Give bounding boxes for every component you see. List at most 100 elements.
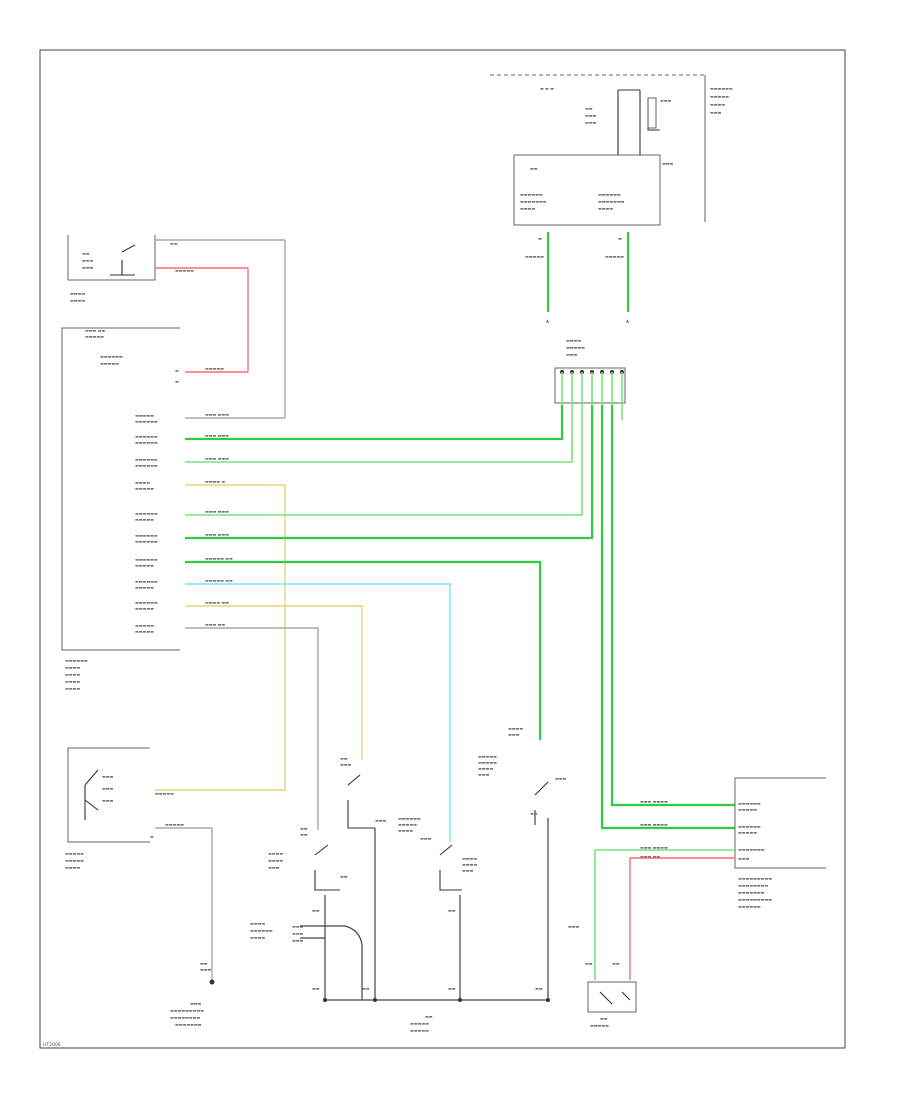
svg-text:▬▬▬▬▬▬: ▬▬▬▬▬▬ [135, 457, 158, 462]
svg-text:▬▬▬▬▬: ▬▬▬▬▬ [135, 629, 154, 634]
svg-text:▬▬: ▬▬ [535, 986, 543, 991]
svg-text:▬▬▬: ▬▬▬ [82, 265, 94, 270]
svg-text:▬▬▬: ▬▬▬ [102, 786, 114, 791]
svg-text:▬▬▬ ▬▬▬: ▬▬▬ ▬▬▬ [205, 456, 229, 461]
svg-text:▬▬▬▬▬: ▬▬▬▬▬ [135, 486, 154, 491]
svg-text:▬▬▬▬: ▬▬▬▬ [508, 726, 523, 731]
svg-text:▬: ▬ [150, 834, 154, 839]
svg-text:▬▬▬▬▬: ▬▬▬▬▬ [85, 334, 104, 339]
svg-text:▬: ▬ [175, 379, 179, 384]
ignition-switch: ▬▬ ▬▬▬ ▬▬▬ ▬▬▬▬ ▬▬▬▬ ▬▬ ▬▬▬▬▬ [67, 235, 286, 418]
page-id: HT2006 [43, 1042, 61, 1048]
svg-text:▬▬▬▬▬▬: ▬▬▬▬▬▬ [738, 824, 761, 829]
svg-text:▬: ▬ [175, 368, 179, 373]
svg-text:▬▬▬▬▬▬▬: ▬▬▬▬▬▬▬ [738, 847, 765, 852]
diagram-border [39, 49, 846, 1049]
svg-text:▬▬▬: ▬▬▬ [660, 98, 672, 103]
svg-text:▬▬▬▬: ▬▬▬▬ [520, 206, 535, 211]
svg-text:▬▬▬▬: ▬▬▬▬ [398, 828, 413, 833]
svg-text:▬▬: ▬▬ [340, 756, 348, 761]
seat-belt-module: ▬▬▬ ▬▬▬▬ ▬▬▬ ▬▬▬▬ ▬▬▬ ▬▬▬▬ ▬▬▬ ▬▬ ▬▬▬▬▬▬… [568, 777, 826, 1028]
svg-text:▬▬▬: ▬▬▬ [268, 865, 280, 870]
svg-text:▬▬▬▬: ▬▬▬▬ [65, 865, 80, 870]
svg-text:▲: ▲ [546, 318, 550, 323]
svg-text:▬▬▬▬: ▬▬▬▬ [478, 766, 493, 771]
svg-text:▬▬▬▬▬ ▬▬: ▬▬▬▬▬ ▬▬ [205, 556, 233, 561]
svg-text:▬▬▬▬: ▬▬▬▬ [70, 298, 85, 303]
svg-text:▬▬▬▬▬▬▬: ▬▬▬▬▬▬▬ [175, 1022, 202, 1027]
svg-text:▬▬▬▬: ▬▬▬▬ [598, 206, 613, 211]
svg-text:▬▬▬▬▬▬▬▬▬: ▬▬▬▬▬▬▬▬▬ [738, 897, 772, 902]
svg-text:▬▬▬▬: ▬▬▬▬ [135, 480, 150, 485]
svg-text:▬▬▬▬: ▬▬▬▬ [268, 858, 283, 863]
svg-text:▬▬▬: ▬▬▬ [200, 967, 212, 972]
svg-text:▬▬▬: ▬▬▬ [566, 352, 578, 357]
svg-text:▬▬▬▬: ▬▬▬▬ [566, 338, 581, 343]
svg-text:▬▬▬ ▬▬▬▬: ▬▬▬ ▬▬▬▬ [640, 799, 668, 804]
svg-text:▬▬: ▬▬ [200, 961, 208, 966]
svg-text:▬▬▬: ▬▬▬ [738, 856, 750, 861]
svg-text:▬▬: ▬▬ [312, 908, 320, 913]
svg-text:▬▬▬: ▬▬▬ [585, 113, 597, 118]
svg-text:▬▬▬▬▬▬: ▬▬▬▬▬▬ [135, 434, 158, 439]
svg-text:▬▬▬▬▬: ▬▬▬▬▬ [525, 254, 544, 259]
svg-text:▬▬▬ ▬▬▬▬: ▬▬▬ ▬▬▬▬ [640, 822, 668, 827]
svg-text:▬▬▬▬▬▬: ▬▬▬▬▬▬ [520, 192, 543, 197]
body-control-module: ▬▬▬ ▬▬ ▬▬▬▬▬ ▬▬▬▬▬▬ ▬▬▬▬▬ ▬ ▬▬▬▬▬ ▬ ▬▬▬▬… [61, 327, 248, 691]
svg-text:▬▬▬▬▬▬▬▬▬: ▬▬▬▬▬▬▬▬▬ [170, 1008, 204, 1013]
svg-text:▬▬▬ ▬▬: ▬▬▬ ▬▬ [205, 622, 225, 627]
svg-text:▬▬▬▬▬: ▬▬▬▬▬ [65, 851, 84, 856]
svg-text:▬▬▬▬▬: ▬▬▬▬▬ [738, 807, 757, 812]
svg-text:▬▬: ▬▬ [600, 1016, 608, 1021]
svg-text:▲: ▲ [626, 318, 630, 323]
svg-text:▬▬: ▬▬ [340, 874, 348, 879]
svg-text:▬▬▬ ▬▬▬: ▬▬▬ ▬▬▬ [205, 412, 229, 417]
svg-text:▬▬▬▬: ▬▬▬▬ [65, 672, 80, 677]
svg-text:▬▬▬▬▬: ▬▬▬▬▬ [135, 563, 154, 568]
svg-text:▬▬▬▬: ▬▬▬▬ [70, 291, 85, 296]
svg-text:▬▬▬▬ ▬: ▬▬▬▬ ▬ [205, 479, 225, 484]
svg-text:▬▬▬▬▬▬: ▬▬▬▬▬▬ [398, 816, 421, 821]
svg-text:▬▬▬▬▬: ▬▬▬▬▬ [566, 345, 585, 350]
svg-text:▬▬▬▬▬: ▬▬▬▬▬ [710, 94, 729, 99]
svg-text:▬▬▬▬▬: ▬▬▬▬▬ [135, 585, 154, 590]
svg-text:▬▬▬▬▬▬: ▬▬▬▬▬▬ [135, 600, 158, 605]
svg-text:▬▬▬▬▬▬▬: ▬▬▬▬▬▬▬ [520, 199, 547, 204]
svg-text:▬▬: ▬▬ [612, 961, 620, 966]
svg-text:▬▬▬▬: ▬▬▬▬ [710, 102, 725, 107]
svg-text:▬▬▬▬▬▬: ▬▬▬▬▬▬ [738, 801, 761, 806]
svg-text:▬▬▬▬▬: ▬▬▬▬▬ [165, 822, 184, 827]
turn-signal-switch: ▬▬▬ ▬▬▬ ▬▬▬ ▬▬▬▬▬ ▬▬▬▬▬ ▬ ▬▬▬▬▬ ▬▬▬▬▬ ▬▬… [65, 747, 215, 1027]
svg-text:▬▬▬▬▬: ▬▬▬▬▬ [590, 1023, 609, 1028]
svg-text:▬▬▬▬▬: ▬▬▬▬▬ [410, 1021, 429, 1026]
svg-text:▬▬▬▬ ▬▬: ▬▬▬▬ ▬▬ [205, 600, 229, 605]
svg-text:▬▬▬▬▬: ▬▬▬▬▬ [478, 754, 497, 759]
seat-switches: ▬▬ ▬▬▬ ▬▬▬ ▬▬ ▬▬ ▬▬▬▬ ▬▬▬▬ ▬▬▬ ▬▬ ▬▬ ▬▬▬… [250, 726, 567, 1033]
svg-text:▬▬: ▬▬ [312, 986, 320, 991]
svg-text:▬▬▬▬▬▬: ▬▬▬▬▬▬ [250, 928, 273, 933]
svg-text:▬▬▬▬▬: ▬▬▬▬▬ [398, 822, 417, 827]
svg-text:▬▬▬▬▬: ▬▬▬▬▬ [135, 413, 154, 418]
svg-text:▬▬▬ ▬▬▬: ▬▬▬ ▬▬▬ [205, 509, 229, 514]
bcm-wires: ▬▬▬ ▬▬▬ ▬▬▬ ▬▬▬ ▬▬▬ ▬▬▬ ▬▬▬▬ ▬ ▬▬▬ ▬▬▬ ▬… [155, 405, 594, 842]
svg-text:▬▬▬▬▬: ▬▬▬▬▬ [135, 623, 154, 628]
svg-text:▬▬▬▬: ▬▬▬▬ [65, 679, 80, 684]
svg-text:▬▬▬▬: ▬▬▬▬ [268, 851, 283, 856]
svg-text:▬▬▬ ▬▬▬: ▬▬▬ ▬▬▬ [205, 532, 229, 537]
svg-text:▬▬▬▬▬▬: ▬▬▬▬▬▬ [135, 440, 158, 445]
fuse-relay-center: ▬ ▬ ▬ ▬▬▬▬▬▬ ▬▬▬▬▬ ▬▬▬▬ ▬▬▬ ▬▬ ▬▬▬ ▬▬▬ ▬… [490, 74, 733, 226]
svg-text:▬▬▬▬▬: ▬▬▬▬▬ [738, 830, 757, 835]
svg-text:▬▬▬▬▬▬: ▬▬▬▬▬▬ [135, 557, 158, 562]
svg-text:▬▬▬▬▬▬: ▬▬▬▬▬▬ [135, 463, 158, 468]
svg-text:▬▬▬: ▬▬▬ [555, 776, 567, 781]
svg-text:▬▬: ▬▬ [448, 908, 456, 913]
svg-text:▬▬▬: ▬▬▬ [292, 924, 304, 929]
svg-text:▬▬▬▬▬▬▬▬▬: ▬▬▬▬▬▬▬▬▬ [738, 876, 772, 881]
svg-text:▬: ▬ [538, 236, 542, 241]
svg-text:▬▬▬: ▬▬▬ [710, 110, 722, 115]
svg-text:▬▬▬▬▬▬: ▬▬▬▬▬▬ [65, 658, 88, 663]
svg-text:▬▬▬: ▬▬▬ [102, 774, 114, 779]
svg-text:▬▬▬▬▬: ▬▬▬▬▬ [155, 791, 174, 796]
fuse-outputs: ▬ ▬ ▬▬▬▬▬ ▬▬▬▬▬ ▲ ▲ [525, 232, 630, 323]
